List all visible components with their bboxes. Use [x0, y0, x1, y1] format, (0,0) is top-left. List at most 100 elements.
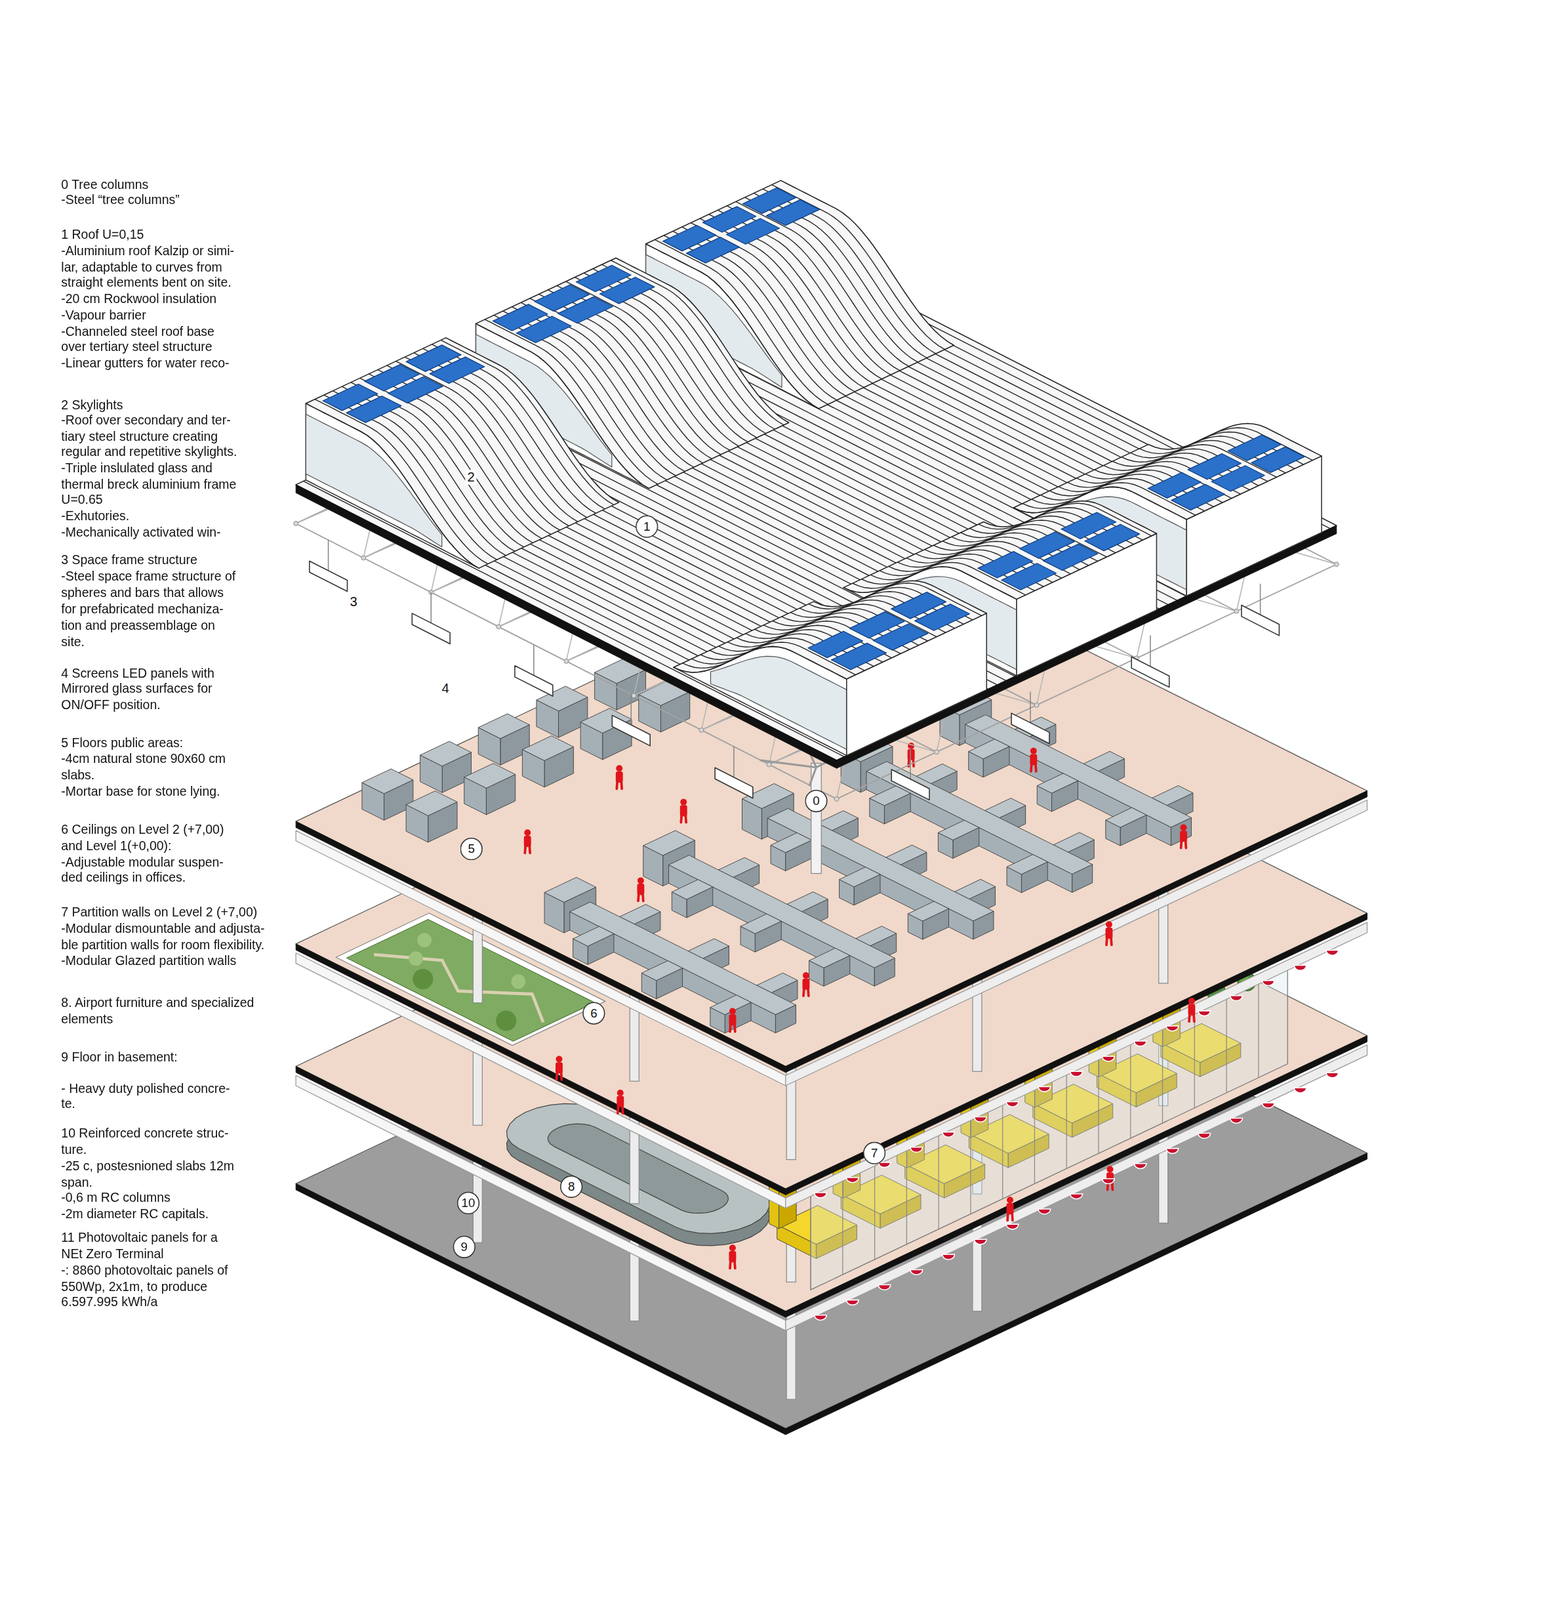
photovoltaic-panel [599, 276, 655, 304]
note-line: span. [60, 1174, 93, 1191]
note-line: -0,6 m RC columns [60, 1189, 170, 1207]
furniture-top [869, 785, 911, 806]
callout-circle: 6 [582, 1001, 605, 1024]
furniture-top [907, 901, 949, 921]
person-figure [733, 1261, 737, 1269]
ceiling-light [1166, 1025, 1179, 1032]
person-figure [733, 1024, 737, 1032]
callout-circle: 8 [560, 1175, 583, 1198]
space-frame-bar [295, 523, 364, 558]
note-line: -Mechanically activated win- [60, 524, 221, 542]
glazing-mullion [970, 1111, 971, 1215]
ceiling-light [1230, 995, 1243, 1001]
roof-seam [386, 365, 561, 530]
ceiling-light [1006, 1223, 1019, 1230]
ceiling-light [878, 1162, 891, 1168]
note-line: -25 c, postesnioned slabs 12m [60, 1157, 235, 1175]
ceiling-light [1261, 980, 1275, 986]
person-figure [1179, 840, 1184, 849]
garden-tree [408, 951, 424, 966]
garden-path [373, 954, 544, 1022]
glazing-mullion [937, 1126, 939, 1230]
note-line: spheres and bars that allows [60, 584, 224, 601]
led-screen [1011, 712, 1050, 744]
furniture-top [522, 735, 574, 761]
ceiling-light [814, 1315, 828, 1321]
glazing-mullion [1130, 1036, 1131, 1139]
note-line: 0 Tree columns [60, 176, 149, 193]
glazing-mullion [1194, 1005, 1196, 1108]
ceiling-light [1070, 1071, 1083, 1077]
person-figure [1105, 937, 1109, 945]
furniture-top [1006, 854, 1048, 875]
roof-seam [753, 192, 927, 358]
furniture-top [809, 947, 851, 968]
note-line: 1 Roof U=0,15 [60, 226, 144, 243]
ceiling-light [1038, 1086, 1051, 1092]
space-frame-bar [566, 661, 634, 696]
person-figure [615, 781, 619, 789]
photovoltaic-panel [686, 237, 740, 264]
note-line: 5 Floors public areas: [60, 734, 183, 751]
note-line: regular and repetitive skylights. [60, 444, 237, 461]
furniture-top [740, 913, 782, 934]
photovoltaic-panel [1211, 465, 1265, 492]
photovoltaic-panel [1251, 446, 1305, 473]
space-frame-node [699, 728, 704, 733]
furniture-top [710, 994, 751, 1015]
glazing-mullion [906, 1141, 908, 1245]
note-line: 7 Partition walls on Level 2 (+7,00) [60, 903, 258, 921]
person-figure [1030, 747, 1037, 755]
glazing-mullion [1162, 1020, 1163, 1123]
note-line: 10 Reinforced concrete struc- [60, 1125, 229, 1142]
note-line: -Modular dismountable and adjusta- [60, 920, 265, 937]
space-frame-node [934, 749, 940, 755]
person-figure [1109, 937, 1114, 945]
furniture-top [641, 960, 683, 980]
person-figure [524, 829, 531, 836]
photovoltaic-panel [914, 604, 971, 631]
person-figure [1034, 764, 1038, 772]
ceiling-light [1261, 1102, 1275, 1108]
roof-seam [556, 285, 730, 450]
person-figure [615, 764, 623, 772]
person-figure [1184, 840, 1188, 849]
garden-tree [412, 968, 433, 990]
furniture-top [478, 713, 530, 739]
callout-circle: 7 [863, 1141, 886, 1165]
photovoltaic-panel [1001, 563, 1057, 590]
furniture-top [362, 768, 414, 794]
space-frame-bar [363, 557, 431, 592]
screen-hanger [630, 693, 632, 725]
note-line: ture. [60, 1141, 87, 1159]
person-figure [1029, 764, 1034, 772]
ceiling-light [878, 1284, 891, 1291]
person-figure [802, 988, 806, 996]
person-figure [636, 893, 641, 902]
callout-number: 7 [871, 1146, 878, 1159]
photovoltaic-panel [429, 356, 485, 384]
note-line: -Steel “tree columns” [60, 191, 180, 208]
note-line: -4cm natural stone 90x60 cm [60, 750, 226, 768]
photovoltaic-panel [346, 396, 402, 423]
ceiling-light [846, 1177, 859, 1183]
screen-hanger [1029, 691, 1032, 723]
callout-number: 8 [567, 1180, 575, 1194]
roof-seam [592, 268, 767, 434]
roof-surface [305, 337, 619, 568]
person-figure [1006, 1196, 1014, 1203]
furniture-top [767, 808, 994, 921]
tree-column-branch [760, 760, 816, 768]
person-figure [679, 815, 683, 823]
person-figure [560, 1072, 564, 1080]
photovoltaic-panel [388, 376, 444, 403]
note-line: NEt Zero Terminal [60, 1245, 164, 1262]
furniture-top [770, 832, 812, 852]
note-line: -Linear gutters for water reco- [60, 354, 229, 372]
photovoltaic-panel [726, 218, 780, 244]
led-screen [1241, 605, 1280, 636]
garden-tree [510, 973, 526, 989]
callout-number: 2 [465, 469, 477, 485]
